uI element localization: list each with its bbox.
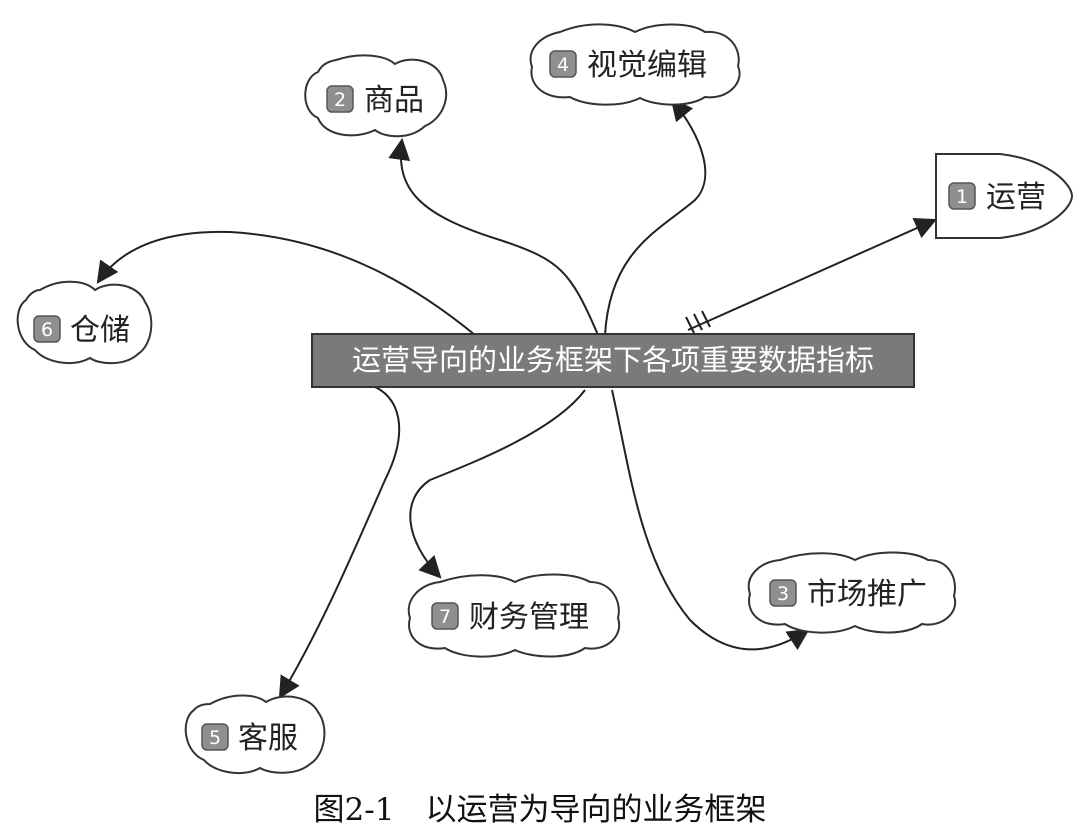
node-visual-label: 视觉编辑 (587, 48, 707, 83)
node-operation-number: 1 (956, 186, 968, 208)
node-warehouse: 6 仓储 (16, 280, 153, 365)
node-service-label: 客服 (238, 721, 298, 756)
node-marketing: 3 市场推广 (747, 551, 957, 634)
edge-to-warehouse (96, 230, 476, 336)
node-visual-number: 4 (557, 54, 569, 76)
center-label: 运营导向的业务框架下各项重要数据指标 (352, 343, 874, 377)
edge-to-product (388, 137, 599, 336)
node-marketing-shape (747, 551, 957, 634)
node-product-badge (326, 85, 354, 113)
node-warehouse-label: 仓储 (70, 313, 130, 348)
node-finance-number: 7 (439, 606, 451, 628)
node-product-number: 2 (334, 89, 346, 111)
node-warehouse-badge (33, 315, 61, 343)
node-operation-label: 运营 (986, 180, 1046, 215)
node-finance-label: 财务管理 (469, 600, 589, 635)
figure-caption: 图2-1 以运营为导向的业务框架 (314, 792, 767, 828)
node-visual: 4 视觉编辑 (529, 23, 741, 106)
node-operation-badge (948, 182, 976, 210)
node-finance: 7 财务管理 (407, 573, 621, 658)
node-product-label: 商品 (364, 83, 424, 118)
node-warehouse-shape (16, 280, 153, 365)
node-finance-shape (407, 573, 621, 658)
node-operation: 1 运营 (935, 153, 1074, 239)
node-product: 2 商品 (304, 54, 448, 138)
node-service-badge (201, 723, 229, 751)
node-visual-shape (529, 23, 741, 106)
node-marketing-number: 3 (777, 583, 789, 605)
node-marketing-badge (769, 579, 797, 607)
edges (96, 98, 938, 699)
edge-to-visual (604, 98, 707, 336)
node-service: 5 客服 (184, 694, 326, 775)
node-marketing-label: 市场推广 (807, 577, 927, 612)
center-box (311, 333, 915, 388)
node-service-shape (184, 694, 326, 775)
node-visual-badge (549, 50, 577, 78)
node-service-number: 5 (209, 727, 221, 749)
edge-to-service (278, 384, 401, 699)
edge-operation-marks (685, 310, 711, 334)
edge-to-operation (687, 218, 938, 331)
node-operation-shape (935, 153, 1074, 239)
node-warehouse-number: 6 (41, 319, 53, 341)
node-finance-badge (431, 602, 459, 630)
node-product-shape (304, 54, 448, 138)
edge-to-finance (409, 389, 586, 579)
edge-to-marketing (611, 389, 810, 651)
center-node: 运营导向的业务框架下各项重要数据指标 (311, 333, 915, 388)
